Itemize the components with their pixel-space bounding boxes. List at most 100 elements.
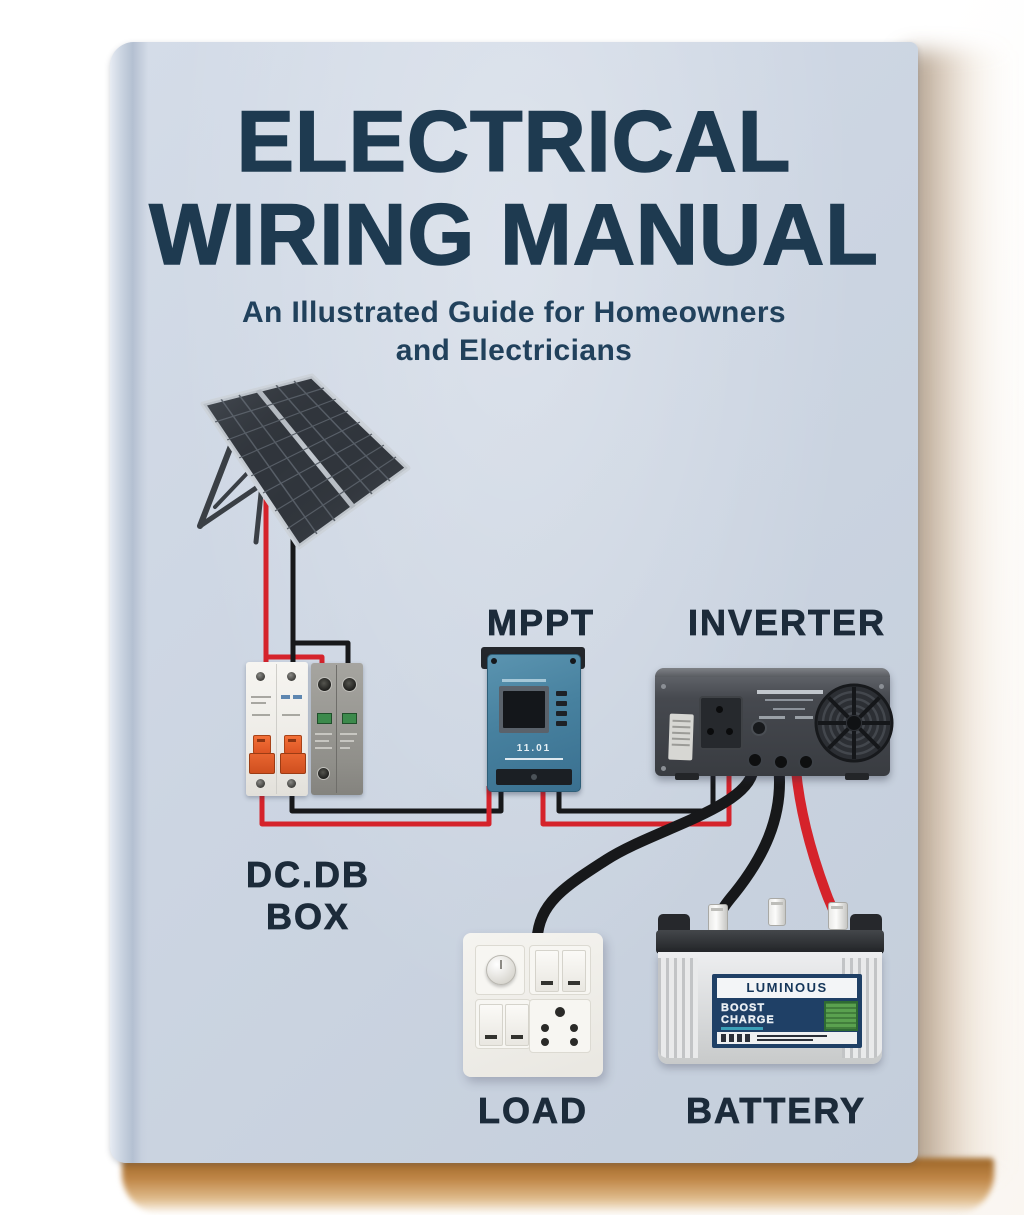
socket-hole [570, 1024, 578, 1032]
inverter-ac-socket [699, 696, 743, 750]
light-switch[interactable] [535, 950, 559, 992]
breaker-screw [256, 779, 265, 788]
mppt-button[interactable] [556, 711, 567, 716]
load-switchboard [463, 933, 603, 1077]
breaker-markings [251, 702, 266, 704]
breaker-markings [293, 695, 302, 699]
inverter-foot [845, 773, 869, 780]
title-line-2: WIRING MANUAL [148, 187, 879, 283]
cover-subtitle: An Illustrated Guide for Homeowners and … [110, 294, 918, 370]
spd-divider [336, 665, 337, 793]
inverter-terminal [773, 754, 789, 770]
mppt-button[interactable] [556, 721, 567, 726]
label-dcdb-line2: BOX [265, 896, 350, 938]
breaker-markings [281, 695, 290, 699]
battery: LUMINOUS BOOST CHARGE [656, 896, 884, 1068]
battery-handle [658, 914, 690, 934]
label-load: LOAD [478, 1090, 588, 1132]
battery-brand: LUMINOUS [717, 978, 857, 998]
battery-hologram-sticker [824, 1001, 858, 1031]
switch-module [475, 999, 531, 1049]
battery-model-line1: BOOST [721, 1002, 766, 1014]
power-socket-module [529, 999, 591, 1053]
dimmer-module [475, 945, 525, 995]
battery-terminal-positive [828, 902, 848, 930]
light-switch[interactable] [479, 1004, 503, 1046]
inverter-markings [773, 708, 805, 710]
mppt-screw [570, 658, 576, 664]
inverter-markings [757, 690, 823, 694]
spd-markings [315, 747, 332, 749]
mppt-screen [503, 691, 545, 728]
inverter-screw [661, 766, 666, 771]
cover-title: ELECTRICAL WIRING MANUAL [110, 94, 918, 283]
socket-hole [541, 1024, 549, 1032]
inverter-label-sticker [668, 713, 694, 761]
spd-port [317, 767, 330, 780]
inverter-foot [675, 773, 699, 780]
inverter-terminal [798, 754, 814, 770]
inverter-screw [879, 684, 884, 689]
battery-model: BOOST CHARGE [721, 1002, 775, 1026]
spd-markings [315, 733, 332, 735]
battery-terminal-negative [708, 904, 728, 932]
spd-markings [315, 740, 329, 742]
book-page-edge-shadow [122, 1158, 994, 1214]
spd-status-window [317, 713, 332, 724]
breaker-markings [251, 696, 271, 698]
inverter-markings [765, 699, 813, 701]
spd-markings [340, 747, 350, 749]
breaker-toggle-base [249, 753, 275, 774]
solar-panel [200, 373, 411, 550]
inverter-breaker-button[interactable] [751, 720, 767, 736]
mppt-button[interactable] [556, 691, 567, 696]
spd-port [317, 677, 332, 692]
spd-markings [340, 733, 357, 735]
socket-hole [570, 1038, 578, 1046]
inverter-top-face [655, 668, 890, 677]
battery-terminal-center [768, 898, 786, 926]
inverter-screw [661, 684, 666, 689]
dc-db-circuit-breaker [246, 662, 308, 796]
inverter-markings [795, 716, 813, 719]
socket-hole [541, 1038, 549, 1046]
breaker-screw [287, 779, 296, 788]
mppt-charge-controller: 11.01 [487, 654, 581, 792]
subtitle-line-2: and Electricians [395, 334, 633, 367]
breaker-markings [282, 714, 300, 716]
breaker-toggle-base [280, 753, 306, 774]
label-inverter: INVERTER [688, 602, 887, 644]
title-line-1: ELECTRICAL [236, 94, 792, 190]
dimmer-knob[interactable] [486, 955, 516, 985]
battery-handle [850, 914, 882, 934]
label-mppt: MPPT [487, 602, 596, 644]
breaker-screw [287, 672, 296, 681]
mppt-model-text: 11.01 [516, 743, 552, 754]
mppt-markings [502, 679, 546, 682]
inverter-markings [759, 716, 785, 719]
inverter-terminal [747, 752, 763, 768]
battery-spec-strip [717, 1032, 857, 1044]
label-dcdb: DC.DB BOX [238, 854, 378, 938]
battery-top-rail [656, 930, 884, 954]
mppt-button[interactable] [556, 701, 567, 706]
light-switch[interactable] [562, 950, 586, 992]
mppt-underline [505, 758, 563, 760]
switch-module [529, 945, 591, 995]
spd-status-window [342, 713, 357, 724]
label-battery: BATTERY [686, 1090, 866, 1132]
battery-label-accent [721, 1027, 763, 1030]
light-switch[interactable] [505, 1004, 529, 1046]
breaker-markings [252, 714, 270, 716]
breaker-toggle[interactable] [284, 735, 302, 754]
breaker-toggle[interactable] [253, 735, 271, 754]
spd-markings [340, 740, 354, 742]
spd-port [342, 677, 357, 692]
book-spine [110, 42, 148, 1163]
socket-earth-hole [555, 1007, 565, 1017]
fan-grille-icon [814, 683, 894, 763]
breaker-divider [276, 664, 277, 794]
inverter [655, 668, 894, 780]
mppt-terminal-strip [496, 769, 572, 785]
subtitle-line-1: An Illustrated Guide for Homeowners [241, 296, 787, 329]
